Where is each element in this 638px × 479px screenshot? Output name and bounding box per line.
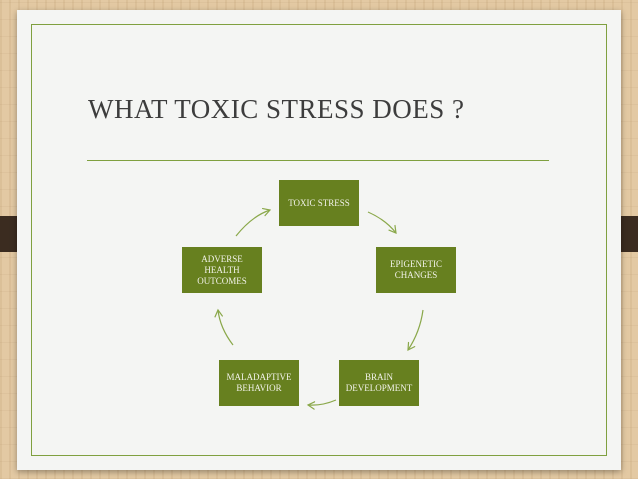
node-brain-development-label: BRAIN DEVELOPMENT: [345, 372, 413, 393]
slide-title: WHAT TOXIC STRESS DOES ?: [88, 94, 465, 124]
slide-inner-border: [31, 24, 607, 456]
node-epigenetic-changes: EPIGENETIC CHANGES: [376, 247, 456, 293]
slide-paper: [17, 10, 621, 470]
arrow-maladaptive-to-adverse: [218, 310, 234, 346]
node-adverse-health-outcomes: ADVERSE HEALTH OUTCOMES: [182, 247, 262, 293]
node-toxic-stress: TOXIC STRESS: [279, 180, 359, 226]
node-toxic-stress-label: TOXIC STRESS: [288, 197, 350, 208]
arrow-epigenetic-to-brain: [408, 309, 424, 350]
node-adverse-health-outcomes-label: ADVERSE HEALTH OUTCOMES: [197, 253, 247, 286]
title-underline: [87, 160, 549, 161]
node-brain-development: BRAIN DEVELOPMENT: [339, 360, 419, 406]
arrow-toxic-to-epigenetic: [367, 211, 396, 233]
node-epigenetic-changes-label: EPIGENETIC CHANGES: [390, 259, 442, 280]
arrow-adverse-to-toxic: [235, 210, 270, 237]
node-maladaptive-behavior: MALADAPTIVE BEHAVIOR: [219, 360, 299, 406]
node-maladaptive-behavior-label: MALADAPTIVE BEHAVIOR: [226, 372, 292, 393]
arrow-brain-to-maladaptive: [308, 399, 337, 405]
